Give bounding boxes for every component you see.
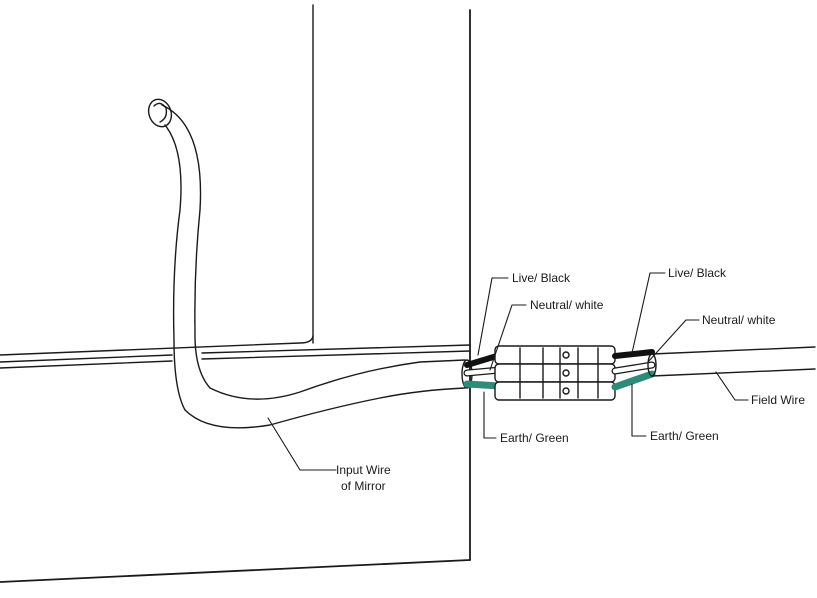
right-conductors — [611, 349, 656, 391]
label-field-wire: Field Wire — [751, 393, 806, 407]
label-live-black-left: Live/ Black — [512, 271, 571, 285]
lever-connectors — [494, 345, 616, 401]
label-neutral-white-left: Neutral/ white — [530, 298, 604, 312]
label-live-black-right: Live/ Black — [668, 266, 727, 280]
input-wire-cable — [147, 98, 473, 429]
label-input-wire-line2: of Mirror — [341, 479, 386, 493]
mirror-back-box — [0, 4, 471, 369]
label-earth-green-right: Earth/ Green — [650, 429, 719, 443]
wall-panel — [0, 9, 471, 583]
label-neutral-white-right: Neutral/ white — [702, 313, 776, 327]
label-earth-green-left: Earth/ Green — [500, 431, 569, 445]
field-wire-cable — [647, 346, 816, 377]
leader-lines — [267, 272, 749, 471]
label-input-wire-line1: Input Wire — [336, 463, 391, 477]
label-input-wire-of-mirror: Input Wire of Mirror — [336, 462, 391, 494]
